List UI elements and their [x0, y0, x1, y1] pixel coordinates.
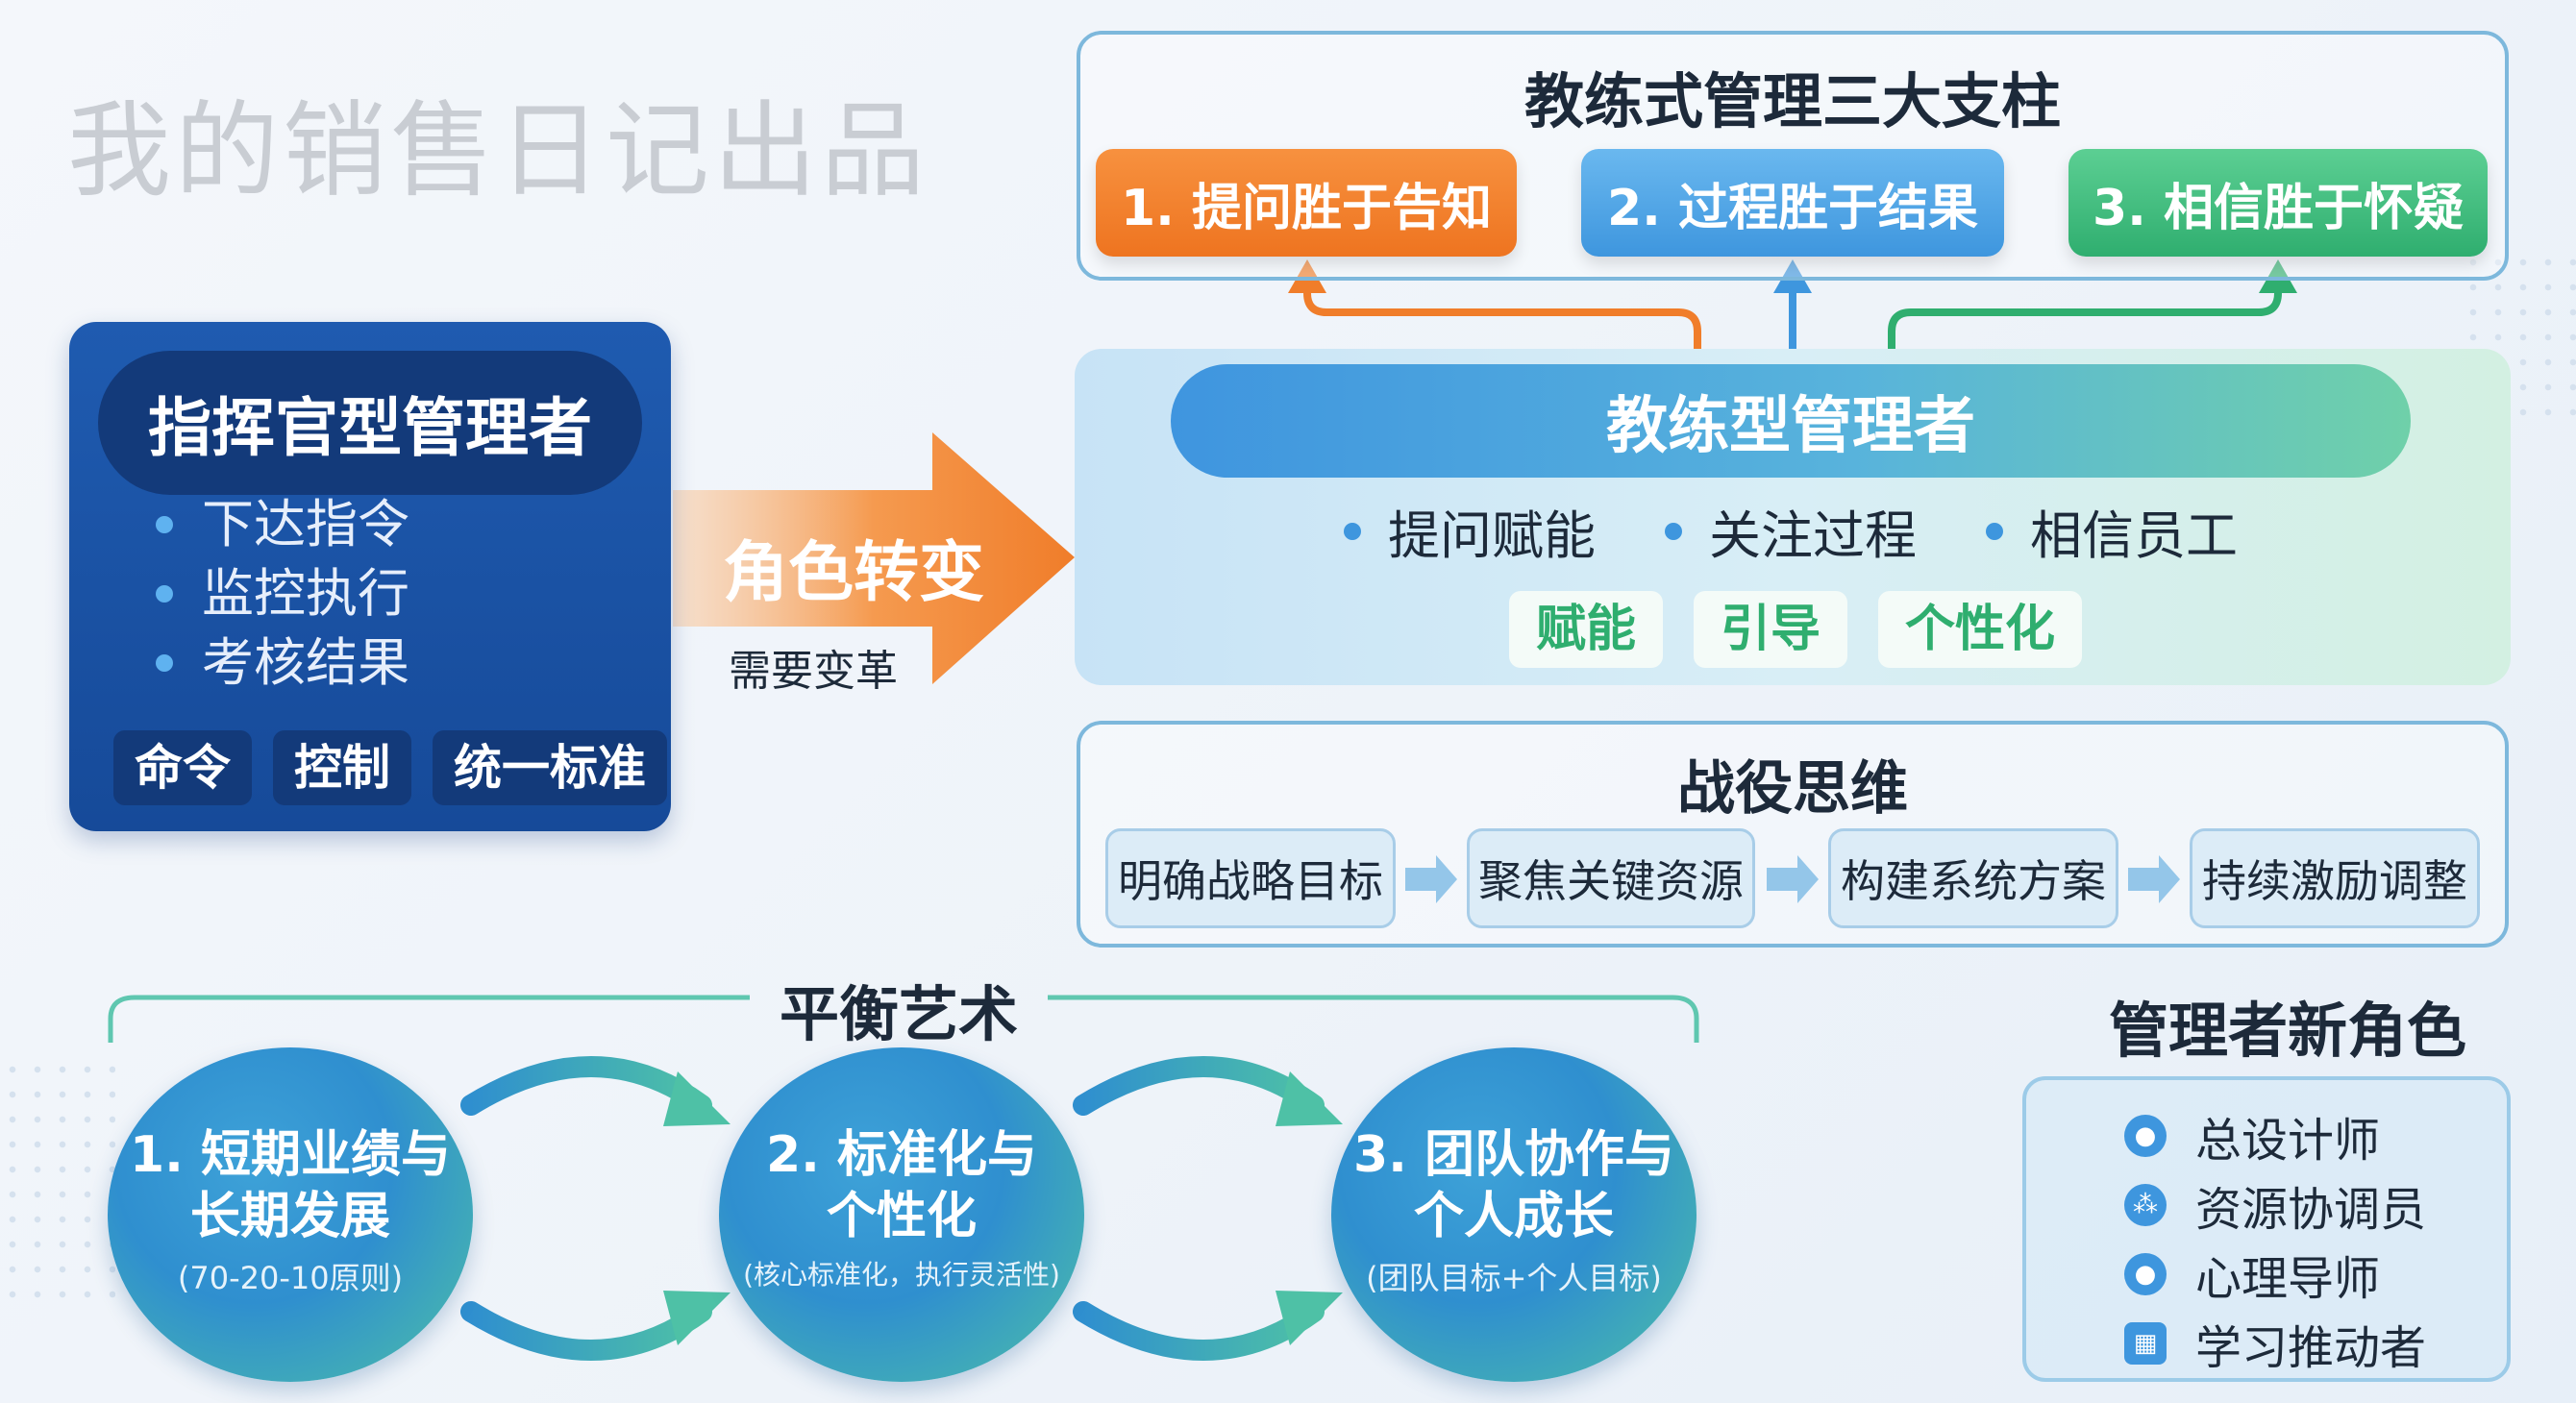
connector-green: [1888, 286, 2282, 349]
arc-arrow-1-bottom: [460, 1301, 712, 1361]
transition-label: 角色转变: [723, 535, 985, 611]
commander-tags: 命令 控制 统一标准: [113, 730, 667, 805]
campaign-step: 持续激励调整: [2190, 828, 2480, 928]
transition-sub: 需要变革: [729, 647, 898, 696]
campaign-step: 聚焦关键资源: [1467, 828, 1755, 928]
coach-chip: 赋能: [1509, 591, 1664, 668]
role-item: ●心理导师: [2124, 1240, 2426, 1309]
coach-chip: 个性化: [1878, 591, 2083, 668]
pillar-trust: 3. 相信胜于怀疑: [2068, 149, 2488, 257]
balance-circle-2: 2. 标准化与个性化 (核心标准化，执行灵活性): [719, 1047, 1084, 1382]
bullet-icon: [1986, 522, 2003, 540]
balance-circle-note: (团队目标+个人目标): [1366, 1260, 1662, 1296]
pillar-process: 2. 过程胜于结果: [1581, 149, 2004, 257]
user-icon: ●: [2124, 1115, 2167, 1157]
decor-dots-left: [0, 1057, 115, 1307]
user-icon: ●: [2124, 1253, 2167, 1295]
roles-title: 管理者新角色: [2108, 996, 2466, 1066]
roles-list: ●总设计师 ⁂资源协调员 ●心理导师 ▦学习推动者: [2124, 1101, 2426, 1378]
network-icon: ⁂: [2124, 1184, 2167, 1226]
campaign-step: 构建系统方案: [1828, 828, 2118, 928]
role-item: ⁂资源协调员: [2124, 1170, 2426, 1240]
pillars-title: 教练式管理三大支柱: [1523, 66, 2061, 136]
bullet-icon: [156, 516, 173, 533]
commander-point: 下达指令: [156, 490, 409, 559]
coach-point: 关注过程: [1665, 493, 1917, 569]
coach-points: 提问赋能 关注过程 相信员工: [1344, 493, 2238, 569]
balance-circle-heading: 2. 标准化与个性化: [765, 1126, 1038, 1245]
coach-point: 提问赋能: [1344, 493, 1596, 569]
coach-title: 教练型管理者: [1171, 364, 2411, 478]
arc-arrow-1-top: [460, 1056, 712, 1116]
balance-circle-3: 3. 团队协作与个人成长 (团队目标+个人目标): [1331, 1047, 1697, 1382]
pillar-ask: 1. 提问胜于告知: [1096, 149, 1517, 257]
connector-orange: [1303, 286, 1701, 349]
commander-manager-box: 指挥官型管理者 下达指令 监控执行 考核结果 命令 控制 统一标准: [69, 322, 671, 831]
grid-icon: ▦: [2124, 1322, 2167, 1365]
balance-circle-heading: 3. 团队协作与个人成长: [1352, 1126, 1675, 1245]
coach-chip: 引导: [1694, 591, 1848, 668]
coach-chips: 赋能 引导 个性化: [1509, 591, 2083, 668]
watermark: 我的销售日记出品: [67, 91, 929, 211]
balance-circle-note: (核心标准化，执行灵活性): [743, 1259, 1060, 1291]
commander-point: 监控执行: [156, 559, 409, 628]
bullet-icon: [156, 654, 173, 672]
arc-arrowhead-2-top: [1276, 1071, 1343, 1126]
arc-arrow-2-top: [1073, 1056, 1325, 1116]
balance-title: 平衡艺术: [779, 979, 1018, 1049]
commander-point: 考核结果: [156, 628, 409, 698]
role-item: ▦学习推动者: [2124, 1309, 2426, 1378]
commander-title: 指挥官型管理者: [98, 351, 642, 495]
balance-circle-1: 1. 短期业绩与长期发展 (70-20-10原则): [108, 1047, 473, 1382]
campaign-title: 战役思维: [1677, 755, 1908, 823]
arc-arrowhead-1-top: [663, 1071, 731, 1126]
commander-points: 下达指令 监控执行 考核结果: [156, 490, 409, 698]
roles-box: ●总设计师 ⁂资源协调员 ●心理导师 ▦学习推动者: [2022, 1076, 2511, 1382]
bullet-icon: [156, 585, 173, 603]
commander-tag: 统一标准: [433, 730, 667, 805]
bullet-icon: [1344, 522, 1361, 540]
arc-arrowhead-1-bottom: [663, 1291, 731, 1345]
bullet-icon: [1665, 522, 1682, 540]
balance-circle-note: (70-20-10原则): [177, 1260, 404, 1296]
role-item: ●总设计师: [2124, 1101, 2426, 1170]
balance-circle-heading: 1. 短期业绩与长期发展: [129, 1126, 452, 1245]
campaign-step: 明确战略目标: [1105, 828, 1396, 928]
commander-tag: 命令: [113, 730, 252, 805]
arc-arrow-2-bottom: [1073, 1301, 1325, 1361]
arc-arrowhead-2-bottom: [1276, 1291, 1343, 1345]
coach-manager-box: 教练型管理者 提问赋能 关注过程 相信员工 赋能 引导 个性化: [1075, 349, 2511, 685]
commander-tag: 控制: [273, 730, 411, 805]
coach-point: 相信员工: [1986, 493, 2238, 569]
